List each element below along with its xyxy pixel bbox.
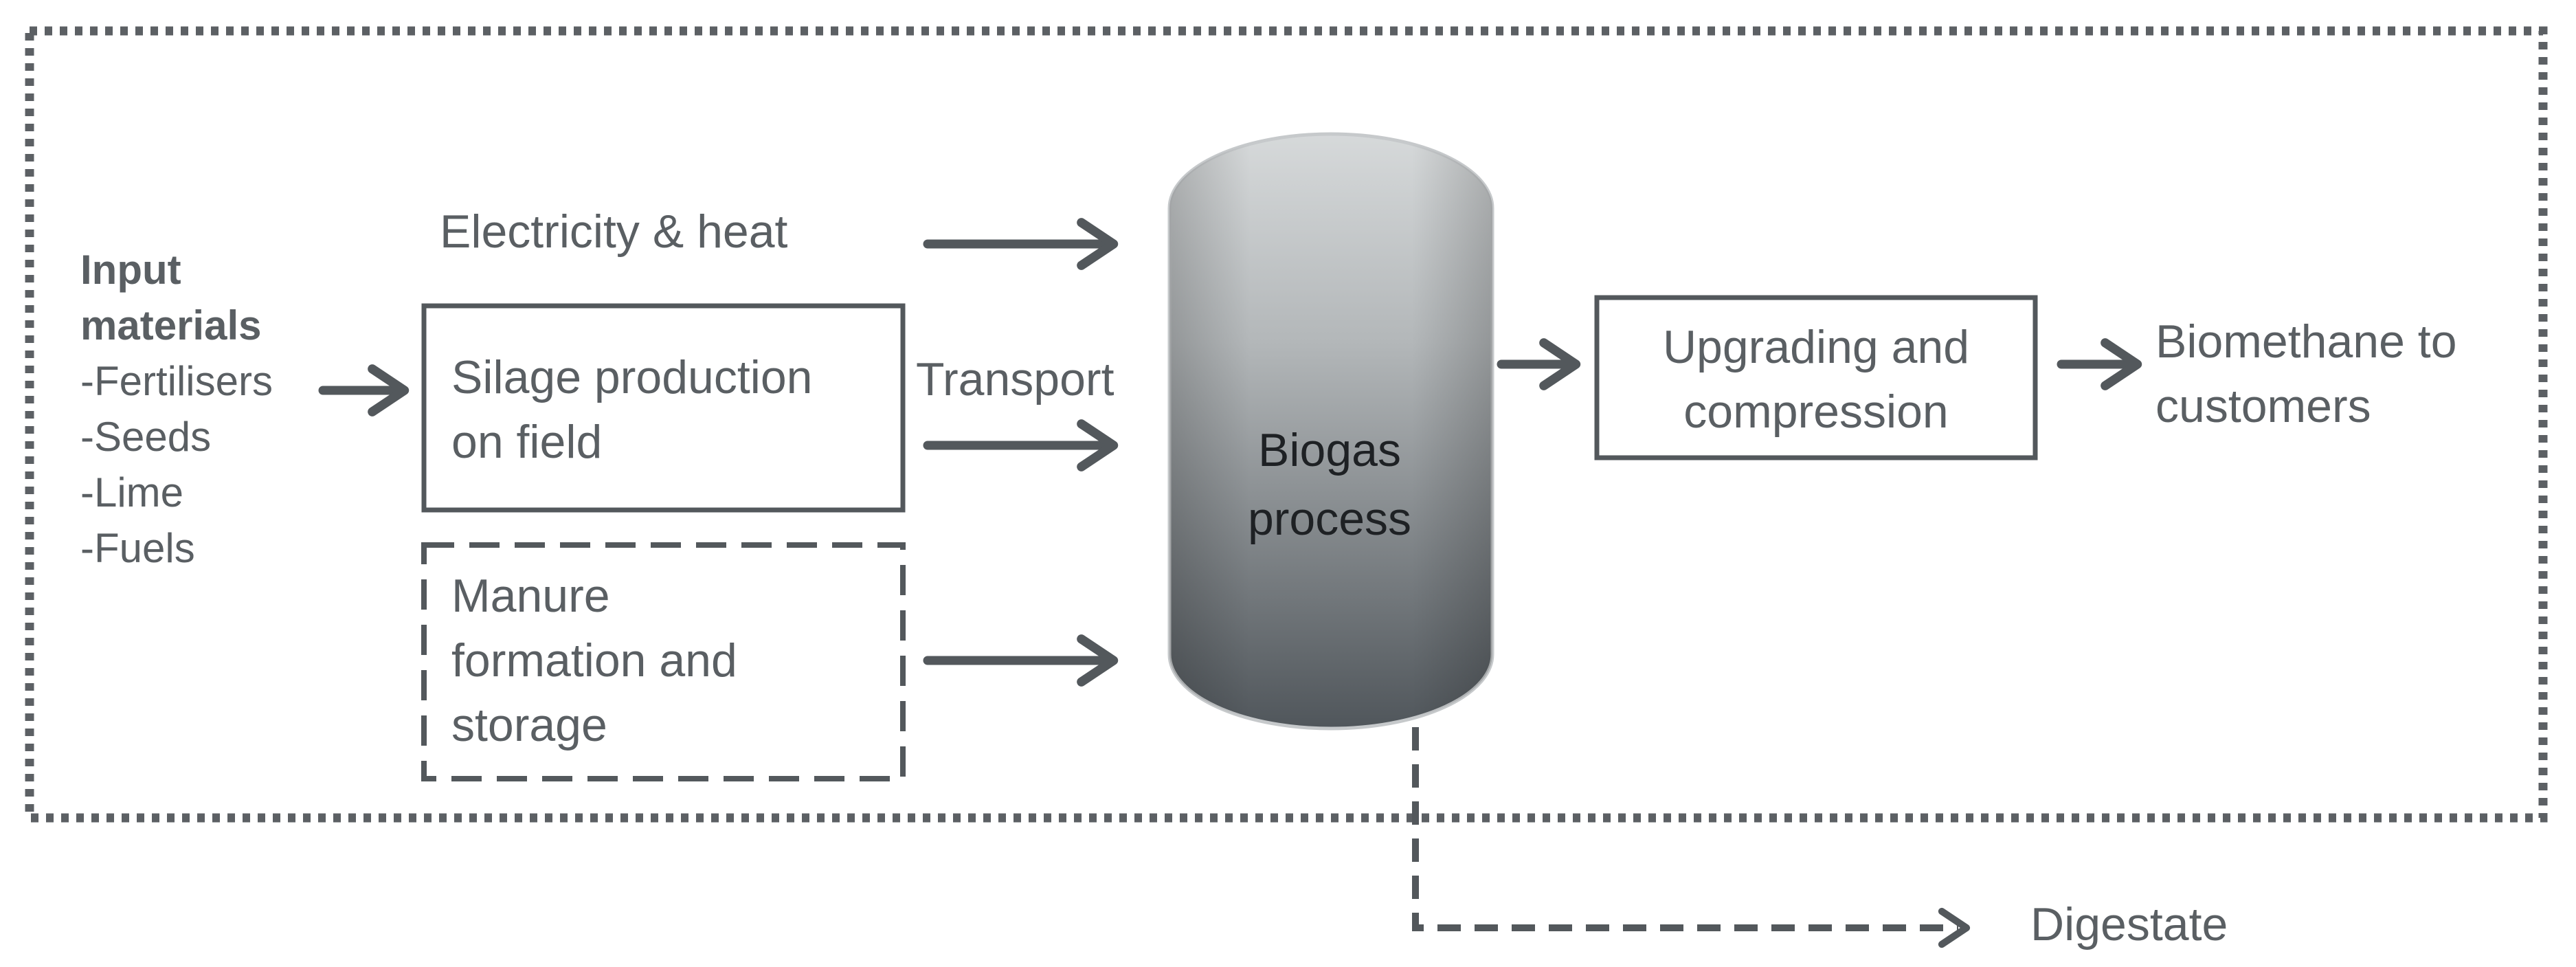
label-electricity-heat: Electricity & heat bbox=[440, 205, 788, 258]
input-item-lime: -Lime bbox=[80, 469, 184, 515]
label-digestate: Digestate bbox=[2030, 898, 2228, 951]
input-item-fuels: -Fuels bbox=[80, 525, 195, 571]
manure-box bbox=[421, 542, 906, 781]
upgrading-label: Upgrading and compression bbox=[1662, 321, 1970, 438]
silage-production-label: Silage production on field bbox=[451, 351, 813, 468]
manure-label: Manure formation and storage bbox=[451, 570, 737, 751]
input-item-seeds: -Seeds bbox=[80, 414, 212, 460]
label-biomethane: Biomethane to customers bbox=[2155, 315, 2457, 432]
system-boundary bbox=[25, 26, 2548, 823]
input-materials-items: -Fertilisers -Seeds -Lime -Fuels bbox=[80, 353, 273, 576]
label-transport: Transport bbox=[916, 353, 1115, 405]
input-item-fertilisers: -Fertilisers bbox=[80, 358, 273, 404]
biogas-process-label: Biogas process bbox=[1247, 424, 1412, 545]
arrow-tank-to-digestate bbox=[1412, 727, 1971, 948]
biogas-tank-icon bbox=[1167, 132, 1494, 731]
input-materials-title: Input materials bbox=[80, 247, 262, 348]
silage-production-box bbox=[421, 303, 906, 513]
upgrading-box bbox=[1594, 295, 2038, 460]
input-materials-list: Input materials -Fertilisers -Seeds -Lim… bbox=[80, 242, 273, 576]
